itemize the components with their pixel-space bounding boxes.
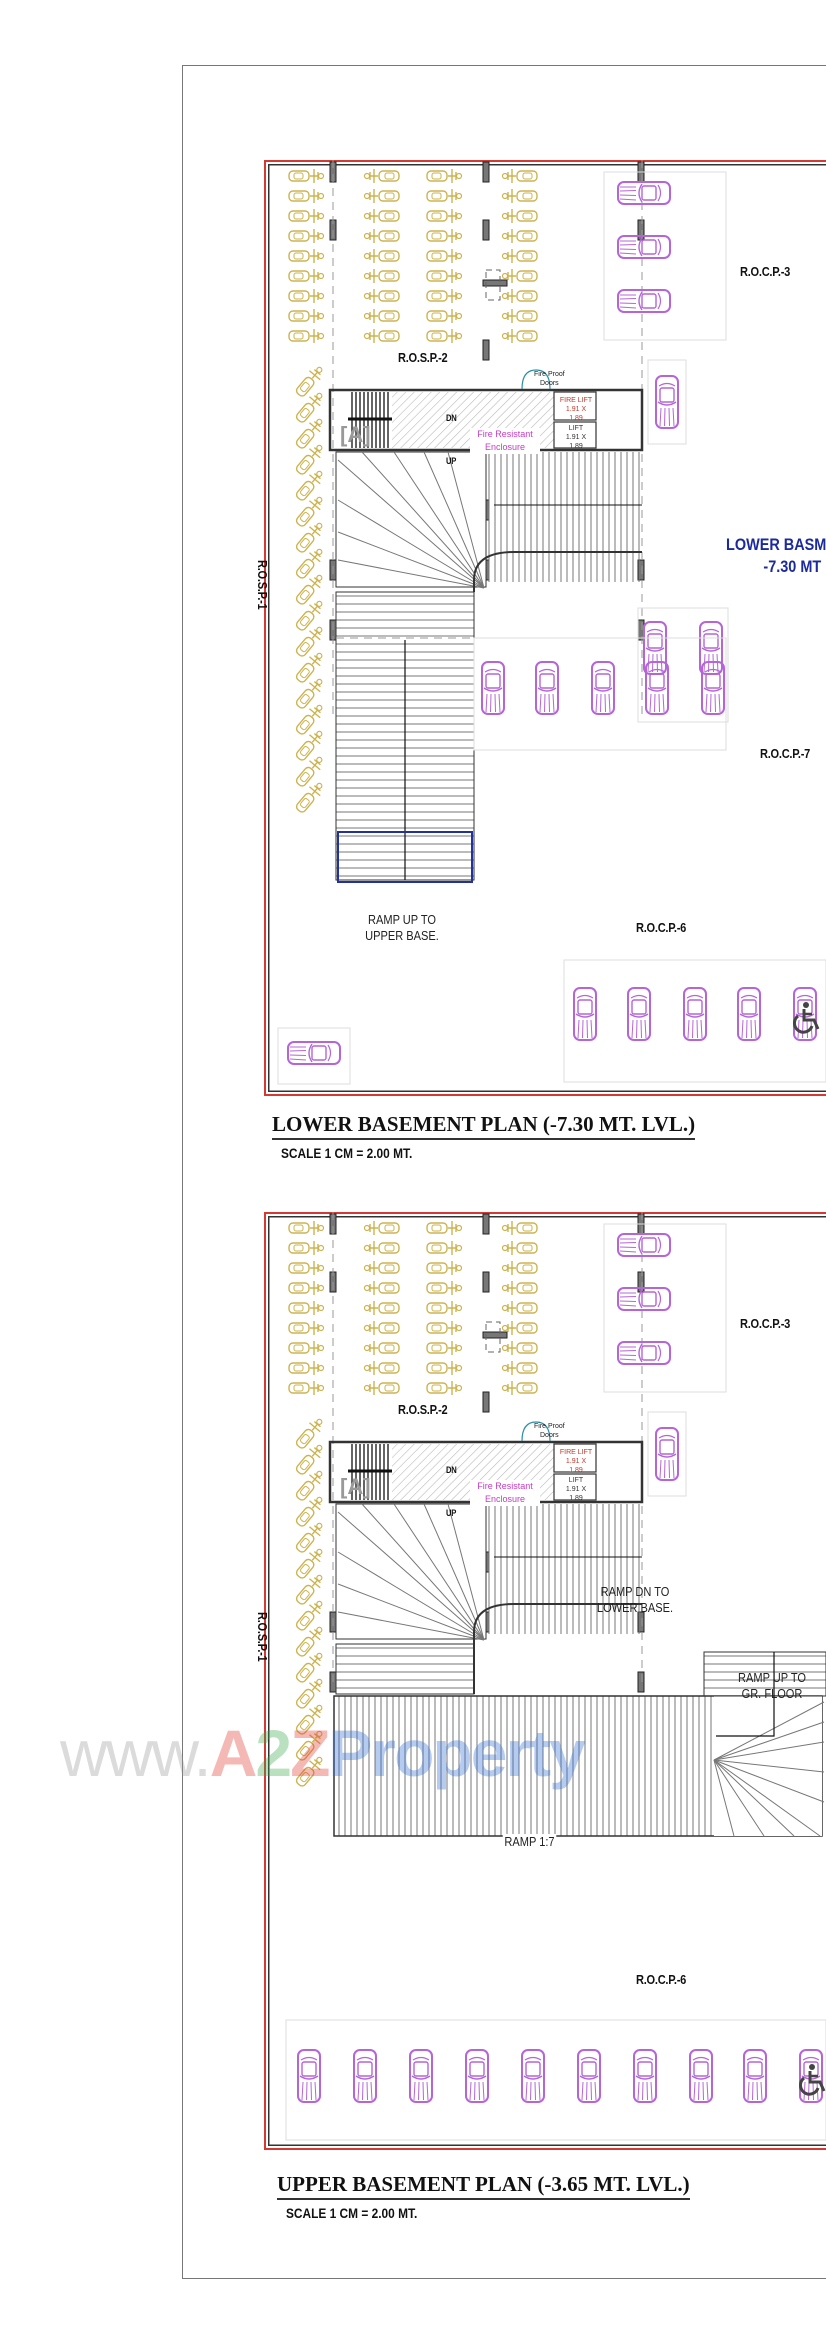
- ramp-area: [333, 1503, 826, 1837]
- ramp-up-ground-note: RAMP UP TO GR. FLOOR: [738, 1670, 806, 1701]
- stair-mark: [A]: [340, 422, 371, 447]
- label-rocp-3: R.O.C.P.-3: [740, 264, 791, 279]
- label-rocp-3: R.O.C.P.-3: [740, 1316, 791, 1331]
- watermark-logo: www.A2ZProperty: [60, 1716, 586, 1790]
- fire-lift: FIRE LIFT 1.91 X 1.89: [559, 1449, 593, 1474]
- label-rocp-6: R.O.C.P.-6: [636, 1972, 687, 1987]
- passenger-lift: LIFT 1.91 X 1.89: [565, 425, 587, 450]
- site-boundary: [264, 160, 826, 1096]
- stair-up-label: UP: [446, 1508, 457, 1518]
- fire-resistant-enclosure: Fire Resistant Enclosure: [470, 1480, 540, 1506]
- fire-lift: FIRE LIFT 1.91 X 1.89: [559, 397, 593, 422]
- plan-title-upper: UPPER BASEMENT PLAN (-3.65 MT. LVL.): [277, 2172, 690, 2200]
- upper-plan-drawing: [285, 1212, 826, 2141]
- fire-proof-doors-label: Fire Proof Doors: [534, 371, 565, 387]
- plan-scale-lower: SCALE 1 CM = 2.00 MT.: [281, 1145, 413, 1161]
- label-rosp-1: R.O.S.P.-1: [255, 1612, 270, 1662]
- stair-dn-label: DN: [446, 413, 457, 423]
- stair-mark: [A]: [340, 1474, 371, 1499]
- label-rocp-7: R.O.C.P.-7: [760, 746, 811, 761]
- drawing-sheet-border: [182, 65, 826, 2279]
- label-rosp-2: R.O.S.P.-2: [398, 350, 448, 365]
- plan-scale-upper: SCALE 1 CM = 2.00 MT.: [286, 2205, 418, 2221]
- plan-title-lower: LOWER BASEMENT PLAN (-7.30 MT. LVL.): [272, 1112, 696, 1140]
- fire-proof-doors-label: Fire Proof Doors: [534, 1423, 565, 1439]
- ramp-dn-note: RAMP DN TO LOWER BASE.: [596, 1584, 674, 1615]
- label-rosp-2: R.O.S.P.-2: [398, 1402, 448, 1417]
- label-rosp-1: R.O.S.P.-1: [255, 560, 270, 610]
- lower-plan-drawing: [277, 160, 826, 1085]
- label-rocp-6: R.O.C.P.-6: [636, 920, 687, 935]
- fire-resistant-enclosure: Fire Resistant Enclosure: [470, 428, 540, 454]
- level-tag: LOWER BASM -7.30 MT: [726, 535, 826, 576]
- site-boundary: [264, 1212, 826, 2150]
- stair-up-label: UP: [446, 456, 457, 466]
- car-parking-bays: [285, 1223, 826, 2141]
- passenger-lift: LIFT 1.91 X 1.89: [565, 1477, 587, 1502]
- stair-dn-label: DN: [446, 1465, 457, 1475]
- car-parking-bays: [277, 171, 826, 1085]
- ramp-up-note: RAMP UP TO UPPER BASE.: [365, 912, 439, 943]
- ramp-slope-label: RAMP 1:7: [502, 1834, 557, 1850]
- ramp-area: [335, 451, 642, 883]
